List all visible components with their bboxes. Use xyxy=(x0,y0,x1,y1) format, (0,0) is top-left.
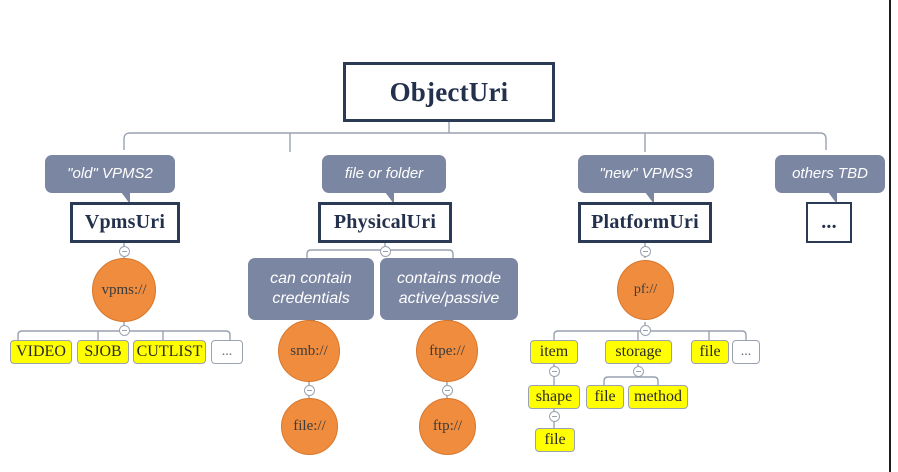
callout-label-line1: can contain xyxy=(270,270,352,287)
attribute-label: method xyxy=(634,388,682,405)
callout-contains-mode-active-passive: contains mode active/passive xyxy=(380,258,518,331)
ellipse-ftpe-scheme[interactable]: ftpe:// xyxy=(416,320,478,382)
class-label: PhysicalUri xyxy=(333,211,437,233)
attribute-box-item[interactable]: item xyxy=(530,340,578,364)
attribute-label: file xyxy=(699,343,721,360)
class-label: VpmsUri xyxy=(84,211,166,233)
attribute-box-shape[interactable]: shape xyxy=(528,385,580,409)
callout-label-line2: credentials xyxy=(272,290,350,307)
attribute-label: shape xyxy=(535,388,573,405)
ellipse-label: smb:// xyxy=(290,342,328,359)
callout-label-line2: active/passive xyxy=(398,290,500,307)
class-box-vpmsuri[interactable]: VpmsUri xyxy=(70,202,180,243)
class-box-others-placeholder[interactable]: ... xyxy=(806,202,852,243)
ellipse-pf-scheme[interactable]: pf:// xyxy=(617,260,674,320)
callout-label: others TBD xyxy=(792,164,868,182)
collapse-toggle-ftpe-scheme[interactable] xyxy=(442,385,453,396)
collapse-toggle-storage[interactable] xyxy=(633,366,644,377)
class-box-platformuri[interactable]: PlatformUri xyxy=(578,202,712,243)
ellipse-vpms-scheme[interactable]: vpms:// xyxy=(92,258,156,322)
collapse-toggle-shape[interactable] xyxy=(549,411,560,422)
ellipse-smb-scheme[interactable]: smb:// xyxy=(278,320,340,382)
callout-tail xyxy=(385,192,394,204)
attribute-label: file xyxy=(544,431,566,448)
class-label: ObjectUri xyxy=(389,76,509,107)
collapse-toggle-item[interactable] xyxy=(549,366,560,377)
callout-others-tbd: others TBD xyxy=(775,155,885,204)
ellipse-label: vpms:// xyxy=(101,281,147,298)
callout-file-or-folder: file or folder xyxy=(322,155,446,204)
callout-can-contain-credentials: can contain credentials xyxy=(248,258,374,331)
attribute-box-cutlist[interactable]: CUTLIST xyxy=(133,340,206,364)
ellipse-file-scheme[interactable]: file:// xyxy=(281,398,338,455)
attribute-box-storage[interactable]: storage xyxy=(605,340,672,364)
page-edge-divider xyxy=(889,0,891,472)
class-label: PlatformUri xyxy=(591,211,699,233)
ellipse-label: file:// xyxy=(293,418,326,434)
ellipse-label: ftpe:// xyxy=(429,342,465,359)
attribute-label: item xyxy=(539,343,569,360)
collapse-toggle-vpmsuri[interactable] xyxy=(119,246,130,257)
collapse-toggle-pf-scheme[interactable] xyxy=(640,325,651,336)
attribute-label: file xyxy=(594,388,616,405)
attribute-box-video[interactable]: VIDEO xyxy=(10,340,72,364)
collapse-toggle-vpms-scheme[interactable] xyxy=(119,325,130,336)
callout-old-vpms2: "old" VPMS2 xyxy=(45,155,175,204)
attribute-label: CUTLIST xyxy=(136,343,203,360)
class-box-physicaluri[interactable]: PhysicalUri xyxy=(318,202,452,243)
class-label: ... xyxy=(821,211,837,233)
callout-label-line1: contains mode xyxy=(396,270,502,287)
ellipse-label: pf:// xyxy=(633,282,658,297)
attribute-box-method[interactable]: method xyxy=(628,385,688,409)
class-box-objecturi[interactable]: ObjectUri xyxy=(343,62,555,122)
callout-label: file or folder xyxy=(344,164,424,182)
attribute-box-sjob[interactable]: SJOB xyxy=(77,340,129,364)
collapse-toggle-platformuri[interactable] xyxy=(640,246,651,257)
ellipse-label: ftp:// xyxy=(432,418,463,434)
attribute-box-pf-placeholder[interactable]: ... xyxy=(732,340,760,364)
attribute-label: ... xyxy=(221,344,233,359)
attribute-label: VIDEO xyxy=(16,343,66,360)
attribute-label: SJOB xyxy=(84,343,122,360)
attribute-box-file-under-storage[interactable]: file xyxy=(586,385,624,409)
collapse-toggle-physicaluri[interactable] xyxy=(380,246,391,257)
attribute-box-file-top[interactable]: file xyxy=(691,340,729,364)
attribute-label: storage xyxy=(615,343,662,360)
callout-new-vpms3: "new" VPMS3 xyxy=(578,155,714,204)
callout-label: "old" VPMS2 xyxy=(67,164,153,182)
callout-tail xyxy=(645,192,654,204)
collapse-toggle-smb-scheme[interactable] xyxy=(304,385,315,396)
callout-tail xyxy=(121,192,130,204)
attribute-label: ... xyxy=(740,344,752,359)
callout-label: "new" VPMS3 xyxy=(599,164,693,182)
ellipse-ftp-scheme[interactable]: ftp:// xyxy=(419,398,476,455)
attribute-box-file-under-shape[interactable]: file xyxy=(535,428,575,452)
callout-tail xyxy=(828,192,837,204)
attribute-box-vpms-placeholder[interactable]: ... xyxy=(211,340,243,364)
